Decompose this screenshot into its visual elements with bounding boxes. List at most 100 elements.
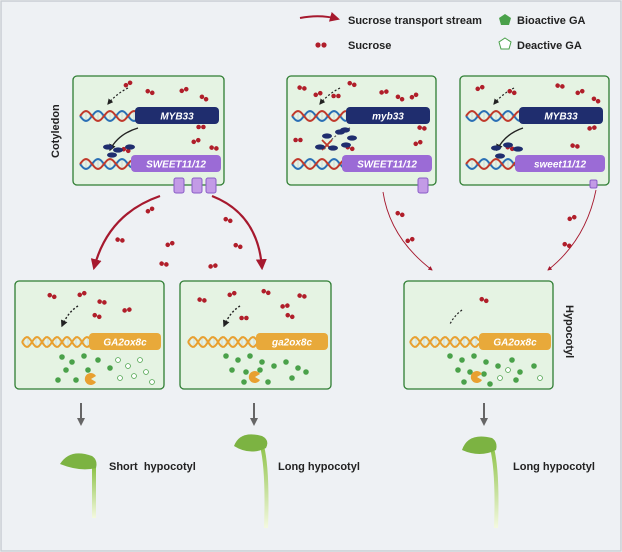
bioactive-ga-icon [487, 381, 493, 387]
sucrose-icon [285, 312, 295, 320]
sucrose-icon [280, 303, 290, 309]
transport-arrow-right [211, 194, 267, 271]
bioactive-ga-icon [447, 353, 453, 359]
dna-helix-ga-1 [21, 335, 91, 349]
bioactive-ga-icon [461, 379, 467, 385]
deactive-ga-icon [497, 375, 503, 381]
myb-box-1 [135, 107, 219, 124]
sweet-transporters-1 [173, 177, 217, 194]
sucrose-icon [208, 263, 218, 269]
myb-protein-icon [315, 144, 325, 150]
myb-protein-icon [491, 145, 501, 151]
sweet-box-2 [342, 155, 432, 172]
ga2ox-enzyme-icon [84, 373, 96, 385]
bioactive-ga-icon [531, 363, 537, 369]
dna-helix-sweet-3 [465, 157, 517, 171]
sucrose-icon [115, 237, 125, 243]
molecule-layer [47, 80, 601, 387]
sucrose-icon [261, 288, 271, 296]
sucrose-icon [479, 296, 489, 304]
bioactive-ga-icon [509, 357, 515, 363]
sucrose-icon [507, 88, 517, 96]
dna-helix-sweet-1 [79, 157, 132, 171]
myb-protein-icon [328, 145, 338, 151]
bioactive-ga-icon [259, 359, 265, 365]
dna-helix-sweet-2 [291, 157, 344, 171]
ga-box-2 [256, 333, 328, 350]
bioactive-ga-icon [467, 369, 473, 375]
sucrose-icon [196, 124, 206, 130]
seedling-long-icon-2 [462, 436, 499, 529]
dashed-arrow-2 [319, 87, 341, 105]
ga-dashed-arrow-1 [60, 305, 79, 328]
outcome-label-2: Long hypocotyl [278, 461, 360, 473]
ga-box-1 [89, 333, 161, 350]
sucrose-icon [97, 299, 107, 305]
sweet-transporter-3 [589, 179, 598, 189]
sucrose-icon [409, 92, 419, 100]
outcome-label-1: Short hypocotyl [109, 461, 196, 473]
transport-arrow-far [547, 189, 597, 271]
deactive-ga-icon [537, 375, 543, 381]
sucrose-icon [77, 290, 87, 298]
bioactive-ga-icon [59, 354, 65, 360]
legend: Sucrose transport stream Sucrose Bioacti… [299, 12, 586, 52]
deactive-ga-icon [143, 369, 149, 375]
bioactive-ga-icon [107, 365, 113, 371]
myb-protein-icon [347, 135, 357, 141]
deactive-ga-icon [115, 357, 121, 363]
sucrose-icon [405, 236, 415, 244]
deactive-ga-icon [131, 373, 137, 379]
blocked-arrow-2 [323, 127, 351, 151]
ga-box-3 [479, 333, 551, 350]
sucrose-icon [179, 86, 189, 94]
dna-layer [21, 109, 521, 349]
legend-transport-label: Sucrose transport stream [348, 15, 482, 27]
sucrose-icon [395, 94, 405, 102]
sucrose-icon [145, 88, 155, 96]
dna-helix-myb-3 [465, 109, 521, 123]
bioactive-ga-icon [247, 353, 253, 359]
hypocotyl-panel-3 [403, 280, 554, 390]
sucrose-icon [223, 216, 233, 224]
sucrose-icon [562, 241, 572, 249]
dna-helix-ga-2 [187, 335, 258, 349]
bioactive-ga-icon [283, 359, 289, 365]
sucrose-icon [331, 93, 341, 99]
sucrose-icon [315, 42, 327, 48]
bioactive-ga-icon [513, 377, 519, 383]
bioactive-ga-icon [471, 353, 477, 359]
sucrose-icon [475, 84, 485, 92]
dna-helix-myb-1 [79, 109, 136, 123]
sucrose-icon [145, 206, 155, 214]
myb-protein-icon [495, 153, 505, 159]
dashed-arrow-1 [107, 87, 129, 105]
hypocotyl-panel-1 [14, 280, 165, 390]
ga-label-3: GA2ox8c [493, 338, 537, 349]
myb-protein-icon [322, 133, 332, 139]
bioactive-ga-icon [459, 357, 465, 363]
bioactive-ga-icon [229, 367, 235, 373]
seedling-short-icon [60, 453, 97, 518]
bioactive-ga-icon [95, 357, 101, 363]
sucrose-icon [123, 80, 133, 88]
myb-protein-icon [341, 142, 351, 148]
myb-box-3 [519, 107, 603, 124]
sweet-label-3: sweet11/12 [534, 160, 587, 171]
bioactive-ga-icon [265, 379, 271, 385]
sucrose-icon [209, 145, 219, 151]
myb-protein-icon [103, 144, 113, 150]
deactive-ga-icon [149, 379, 155, 385]
sucrose-icon [313, 90, 323, 98]
dna-helix-ga-3 [409, 335, 480, 349]
sucrose-icon [570, 143, 580, 149]
bioactive-ga-icon [257, 367, 263, 373]
myb-protein-icon [107, 152, 117, 158]
bioactive-ga-icon [289, 375, 295, 381]
sweet-box-1 [131, 155, 221, 172]
dashed-arrow-3 [493, 87, 515, 105]
bioactive-ga-icon [235, 357, 241, 363]
legend-bioactive-label: Bioactive GA [517, 15, 586, 27]
myb-box-2 [346, 107, 430, 124]
